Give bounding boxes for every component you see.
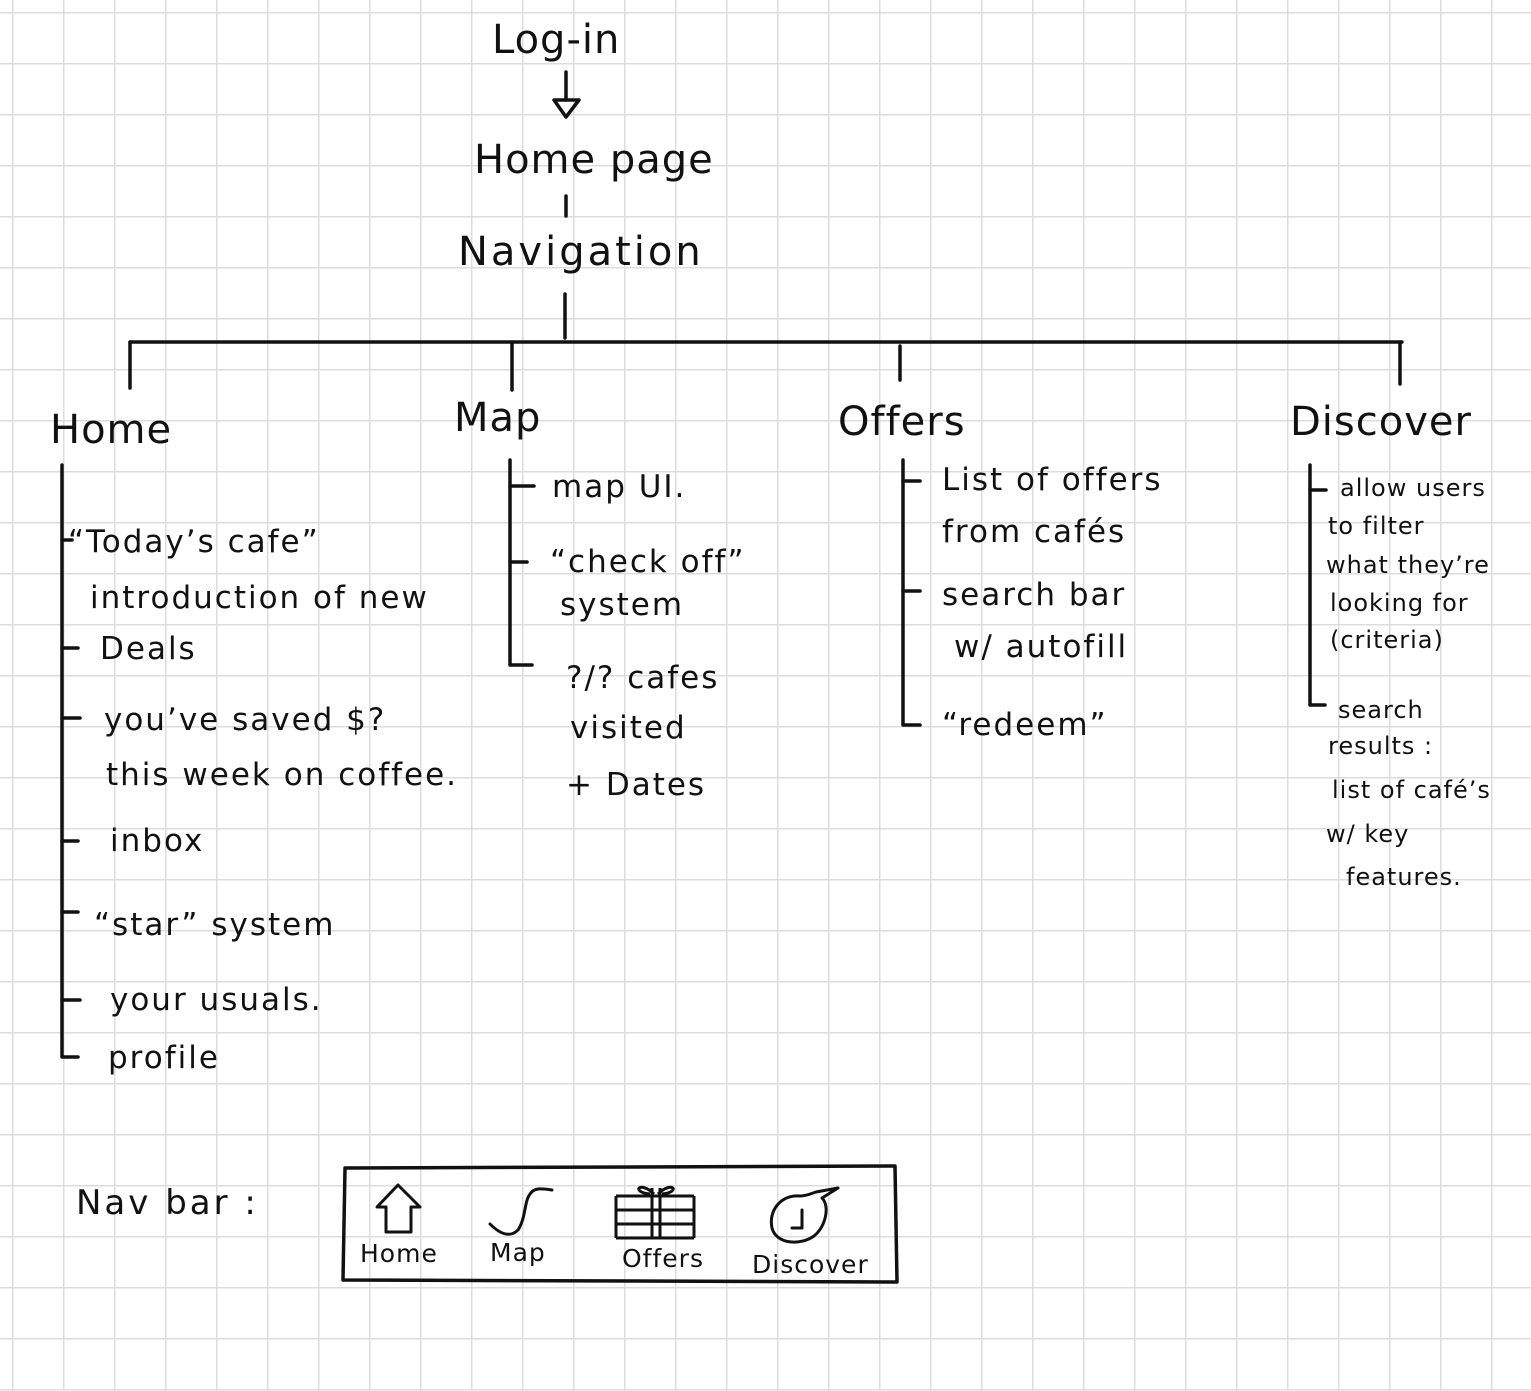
branch-discover-title: Discover — [1290, 399, 1472, 445]
compass-icon — [769, 1186, 840, 1244]
offers-item-redeem: “redeem” — [942, 707, 1108, 743]
map-item-cafes-count: ?/? cafes — [566, 660, 720, 696]
offers-item-autofill: w/ autofill — [954, 629, 1129, 665]
map-icon — [488, 1187, 554, 1236]
discover-item-list-of-cafes: list of café’s — [1332, 776, 1491, 804]
home-item-this-week: this week on coffee. — [106, 757, 459, 793]
navbar-tab-home[interactable]: Home — [360, 1239, 438, 1268]
discover-item-search: search — [1338, 696, 1424, 724]
offers-item-search-bar: search bar — [942, 577, 1127, 613]
map-item-dates: + Dates — [566, 767, 707, 803]
discover-item-allow-users: allow users — [1340, 474, 1486, 502]
branch-offers-title: Offers — [838, 399, 966, 445]
home-item-profile: profile — [108, 1040, 220, 1076]
map-item-system: system — [560, 587, 685, 623]
discover-item-features: features. — [1346, 863, 1462, 891]
home-page-node: Home page — [474, 137, 714, 183]
login-arrow — [552, 70, 581, 119]
home-item-todays-cafe: “Today’s cafe” — [68, 524, 320, 560]
map-item-visited: visited — [570, 710, 687, 746]
discover-item-criteria: (criteria) — [1330, 626, 1444, 654]
home-item-saved: you’ve saved $? — [104, 702, 387, 738]
navbar-tab-discover[interactable]: Discover — [752, 1250, 869, 1279]
login-node: Log-in — [492, 17, 621, 63]
offers-item-from-cafes: from cafés — [942, 514, 1127, 550]
discover-item-key: w/ key — [1326, 820, 1410, 848]
home-icon — [375, 1183, 422, 1234]
branch-home-title: Home — [50, 407, 173, 453]
home-items-bracket — [60, 463, 82, 1059]
gift-icon — [614, 1185, 696, 1240]
discover-item-to-filter: to filter — [1328, 512, 1425, 540]
navbar-tab-offers[interactable]: Offers — [622, 1244, 704, 1273]
map-item-check-off: “check off” — [550, 544, 746, 580]
branch-map-title: Map — [454, 395, 542, 441]
map-items-bracket — [508, 458, 536, 667]
home-item-inbox: inbox — [110, 823, 205, 859]
discover-item-looking-for: looking for — [1330, 589, 1469, 617]
home-item-usuals: your usuals. — [110, 982, 323, 1018]
navbar-frame — [341, 1164, 899, 1284]
home-item-deals: Deals — [100, 631, 197, 667]
discover-items-bracket — [1308, 463, 1328, 707]
map-item-map-ui: map UI. — [552, 469, 687, 505]
offers-item-list: List of offers — [942, 462, 1163, 498]
navbar-tab-map[interactable]: Map — [490, 1238, 546, 1267]
navbar-label: Nav bar : — [76, 1183, 259, 1223]
discover-item-what-theyre: what they’re — [1326, 551, 1490, 579]
discover-item-results: results : — [1328, 732, 1434, 760]
home-item-introduction: introduction of new — [90, 580, 429, 616]
navigation-node: Navigation — [458, 229, 704, 275]
home-item-star-system: “star” system — [94, 907, 336, 943]
offers-items-bracket — [901, 458, 922, 727]
